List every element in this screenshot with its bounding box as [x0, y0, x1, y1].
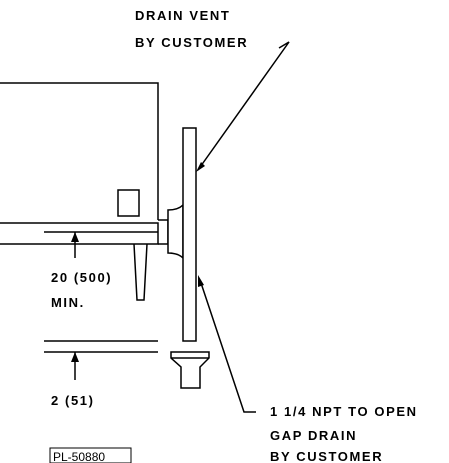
plate-id-label: PL-50880: [53, 450, 105, 463]
dim-upper-label-line1: 20 (500): [51, 270, 112, 285]
npt-leader-arrow: [198, 275, 204, 287]
appliance-base-rail: [0, 222, 159, 245]
dim-arrow-upper-head: [71, 232, 79, 242]
control-box: [117, 189, 140, 217]
drain-vent-leader-line: [197, 41, 290, 171]
open-gap-drain-funnel: [170, 351, 210, 389]
drain-outlet-stub: [158, 219, 169, 245]
dim-arrow-lower-head: [71, 352, 79, 362]
drain-vent-leader-arrow: [196, 162, 205, 172]
drain-tee-fitting: [167, 203, 184, 260]
npt-leader-line: [199, 279, 256, 413]
vertical-drain-pipe: [182, 127, 197, 342]
appliance-leg: [133, 243, 148, 301]
dim-lower-label: 2 (51): [51, 393, 95, 408]
drain-vent-label-line1: DRAIN VENT: [135, 8, 230, 23]
dim-upper-label-line2: MIN.: [51, 295, 85, 310]
appliance-cabinet-outline: [0, 82, 159, 220]
plate-id-box: [49, 447, 132, 463]
npt-label-line2: GAP DRAIN: [270, 428, 357, 443]
drain-vent-label-line2: BY CUSTOMER: [135, 35, 248, 50]
npt-label-line3: BY CUSTOMER: [270, 449, 383, 463]
npt-label-line1: 1 1/4 NPT TO OPEN: [270, 404, 418, 419]
